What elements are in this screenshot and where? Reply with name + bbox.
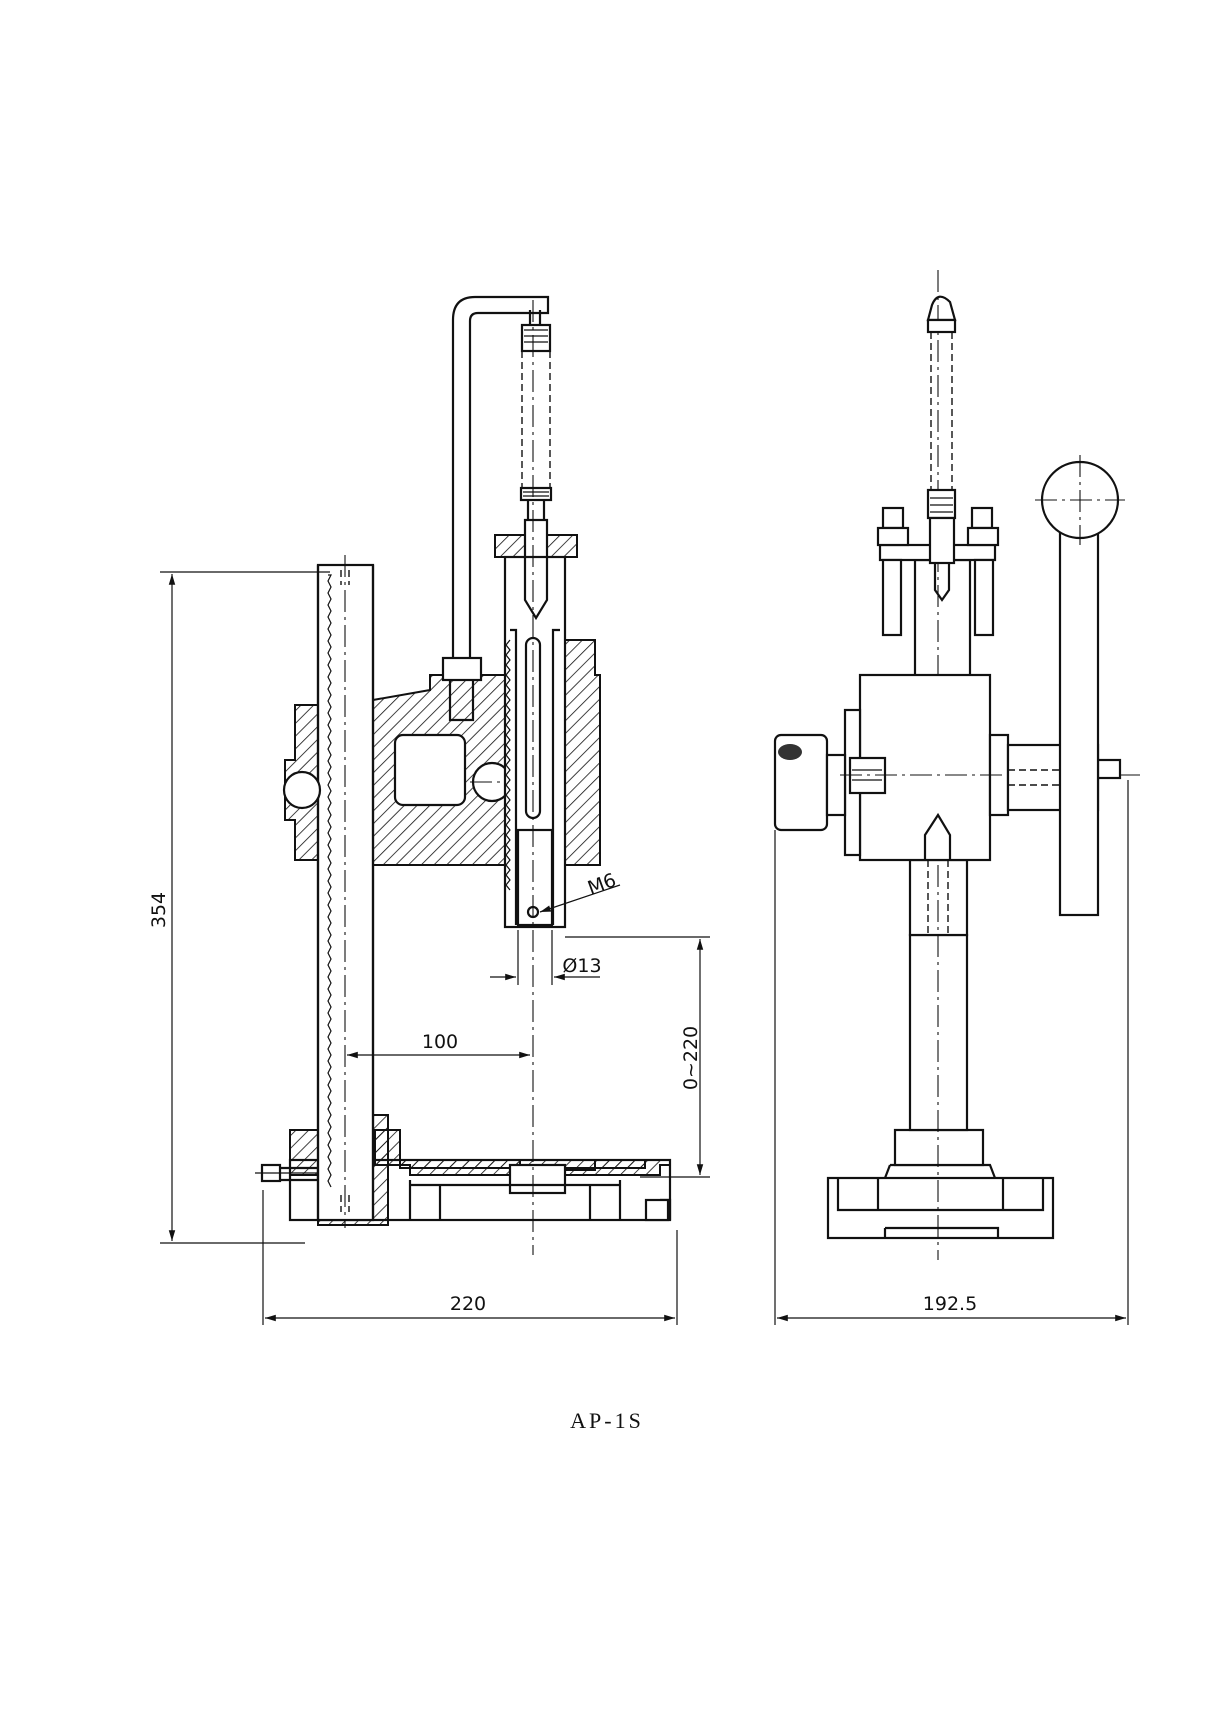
dim-total-height: 354: [148, 892, 170, 928]
dim-thread: M6: [585, 869, 619, 899]
dim-stroke-range: 0~220: [680, 1026, 702, 1090]
dim-base-width-front: 192.5: [923, 1293, 977, 1315]
front-view: 192.5: [773, 270, 1140, 1325]
dim-base-width-side: 220: [450, 1293, 486, 1315]
dim-throat-depth: 100: [422, 1031, 458, 1053]
front-handle: [1035, 455, 1125, 917]
front-dimensions: 192.5: [774, 780, 1129, 1325]
front-head: [773, 673, 1140, 935]
side-gauge-arm: [441, 295, 553, 722]
side-column: [282, 555, 389, 1228]
dim-ram-diameter: Ø13: [562, 955, 601, 977]
side-view: 354 220 100 0~220 Ø13 M6: [148, 295, 710, 1325]
model-label: AP-1S: [570, 1408, 644, 1433]
front-base: [826, 1128, 1055, 1240]
side-base: [255, 1129, 672, 1222]
side-dimensions: 354 220 100 0~220 Ø13 M6: [148, 571, 710, 1325]
side-ram: [494, 300, 578, 1255]
front-top-assembly: [876, 295, 1000, 637]
